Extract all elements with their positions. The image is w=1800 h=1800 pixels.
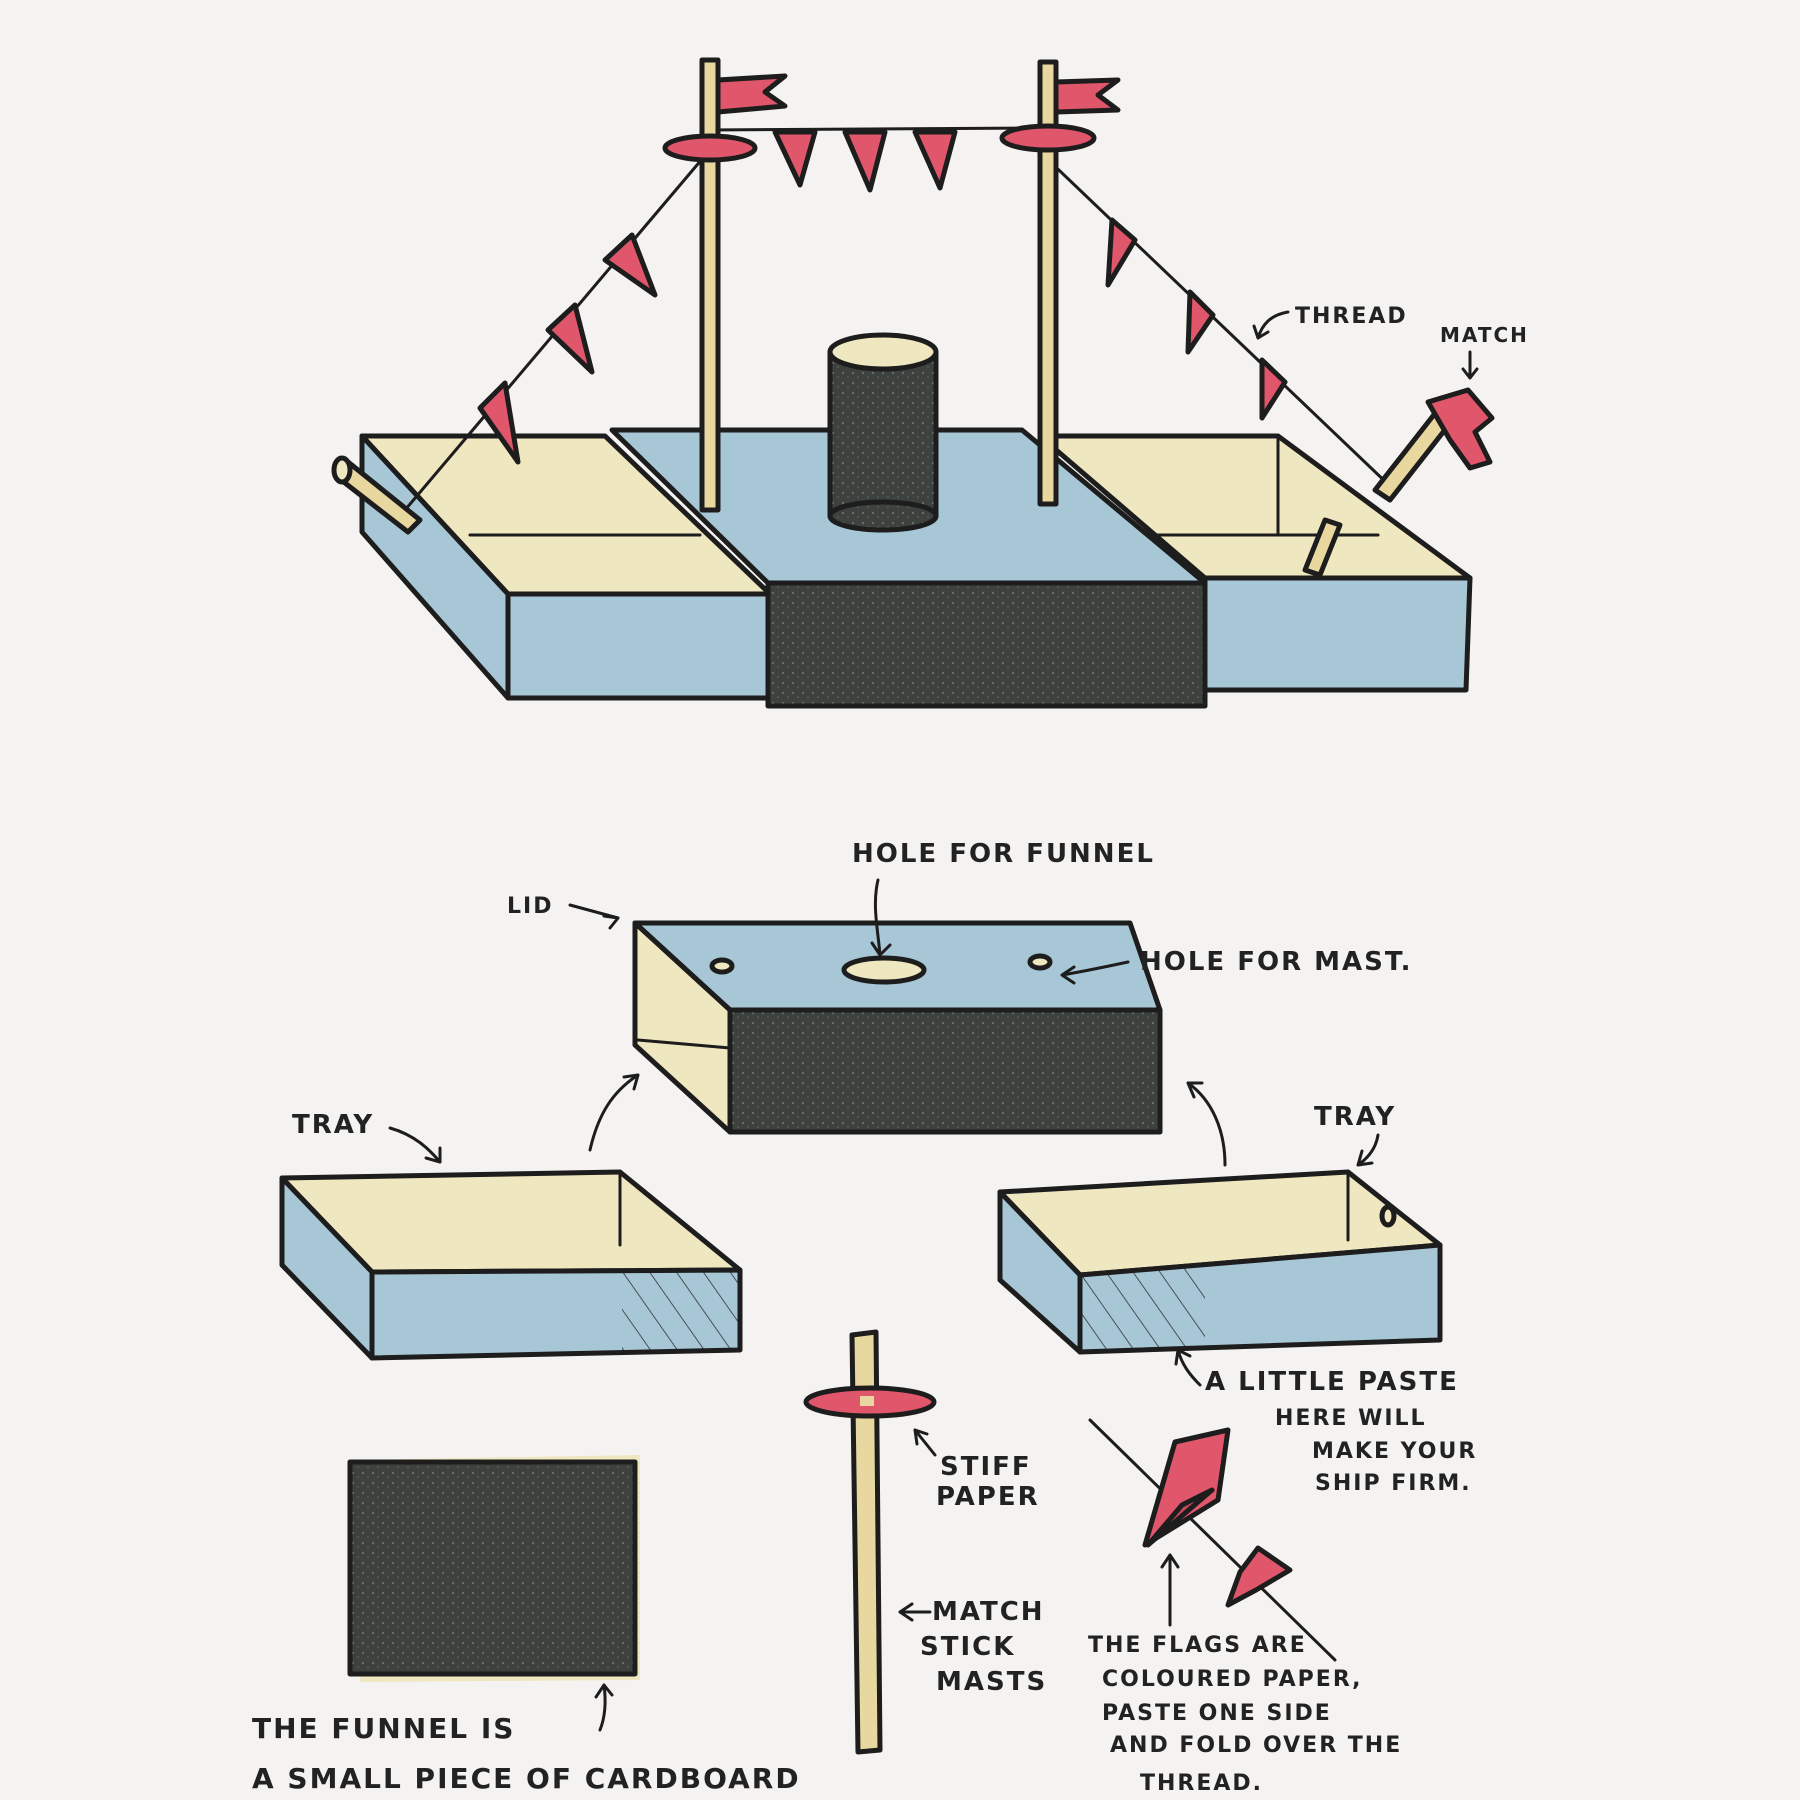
tray-mast-hole-shape	[1379, 1204, 1397, 1228]
flags-label-line4: AND FOLD OVER THE	[1110, 1733, 1402, 1758]
thread-line-right	[1038, 150, 1394, 490]
bunting-flags-left	[477, 232, 658, 465]
flags-arrow	[1160, 1553, 1180, 1627]
hole-for-funnel-shape	[841, 955, 927, 985]
flags-label-line1: THE FLAGS ARE	[1088, 1633, 1307, 1658]
funnel-label-line2: A SMALL PIECE OF CARDBOARD	[252, 1762, 801, 1795]
match-stick-mast-part	[803, 1329, 937, 1755]
right-tray-to-lid-arrow	[1186, 1081, 1227, 1167]
thread-arrow	[1252, 310, 1290, 340]
funnel-label-line1: THE FUNNEL IS	[252, 1712, 515, 1745]
left-tray-arrow	[388, 1126, 442, 1164]
match-arrow	[1461, 350, 1479, 380]
hole-for-mast-label: HOLE FOR MAST.	[1140, 947, 1413, 977]
flags-label-line3: PASTE ONE SIDE	[1102, 1701, 1332, 1726]
match-stick-label-line2: STICK	[920, 1632, 1015, 1662]
left-tray-label: TRAY	[292, 1110, 374, 1140]
match-stick-label-line3: MASTS	[936, 1667, 1047, 1697]
right-tray-arrow	[1356, 1133, 1380, 1167]
hole-for-funnel-arrow	[870, 878, 892, 957]
left-mast	[662, 57, 788, 513]
thread-line-top	[706, 126, 1037, 132]
assembled-ship: THREAD MATCH	[331, 57, 1529, 709]
match-stick-arrow	[898, 1602, 932, 1622]
paste-label-line4: SHIP FIRM.	[1315, 1471, 1472, 1496]
flags-label-line2: COLOURED PAPER,	[1102, 1667, 1363, 1692]
paste-label-line3: MAKE YOUR	[1312, 1439, 1477, 1464]
right-match-anchor	[1302, 387, 1495, 578]
bunting-flags-top	[772, 129, 958, 193]
flags-label-line5: THREAD.	[1140, 1771, 1263, 1796]
hole-for-mast-arrow	[1060, 960, 1130, 985]
stiff-paper-label-line2: PAPER	[936, 1482, 1040, 1512]
left-tray-part	[279, 1169, 743, 1361]
paste-label-line1: A LITTLE PASTE	[1205, 1367, 1459, 1397]
right-tray-part	[997, 1169, 1443, 1355]
right-tray-label: TRAY	[1314, 1102, 1396, 1132]
funnel-cardboard-part	[347, 1455, 640, 1682]
paste-arrow	[1174, 1348, 1202, 1387]
right-mast-hole-shape	[1027, 953, 1053, 971]
lid-part	[632, 920, 1163, 1135]
stiff-paper-label-line1: STIFF	[940, 1452, 1032, 1482]
flags-on-thread-part	[1088, 1418, 1337, 1662]
stiff-paper-arrow	[913, 1428, 937, 1457]
match-stick-label-line1: MATCH	[932, 1597, 1045, 1627]
funnel-arrow	[594, 1683, 614, 1732]
paste-label-line2: HERE WILL	[1275, 1406, 1427, 1431]
ship-right-tray	[1037, 433, 1473, 693]
lid-arrow	[568, 903, 620, 930]
lid-label: LID	[507, 894, 553, 919]
left-mast-hole-shape	[709, 957, 735, 975]
hole-for-funnel-label: HOLE FOR FUNNEL	[852, 839, 1155, 869]
left-tray-to-lid-arrow	[588, 1073, 640, 1152]
thread-label: THREAD	[1295, 304, 1408, 329]
match-label: MATCH	[1440, 323, 1529, 347]
parts-diagram: HOLE FOR FUNNEL LID HOLE FOR MAST. TRAY	[252, 839, 1477, 1796]
right-mast	[999, 59, 1121, 507]
bunting-flags-right	[1105, 217, 1288, 421]
left-match-anchor	[331, 455, 423, 535]
ship-funnel	[827, 332, 939, 533]
